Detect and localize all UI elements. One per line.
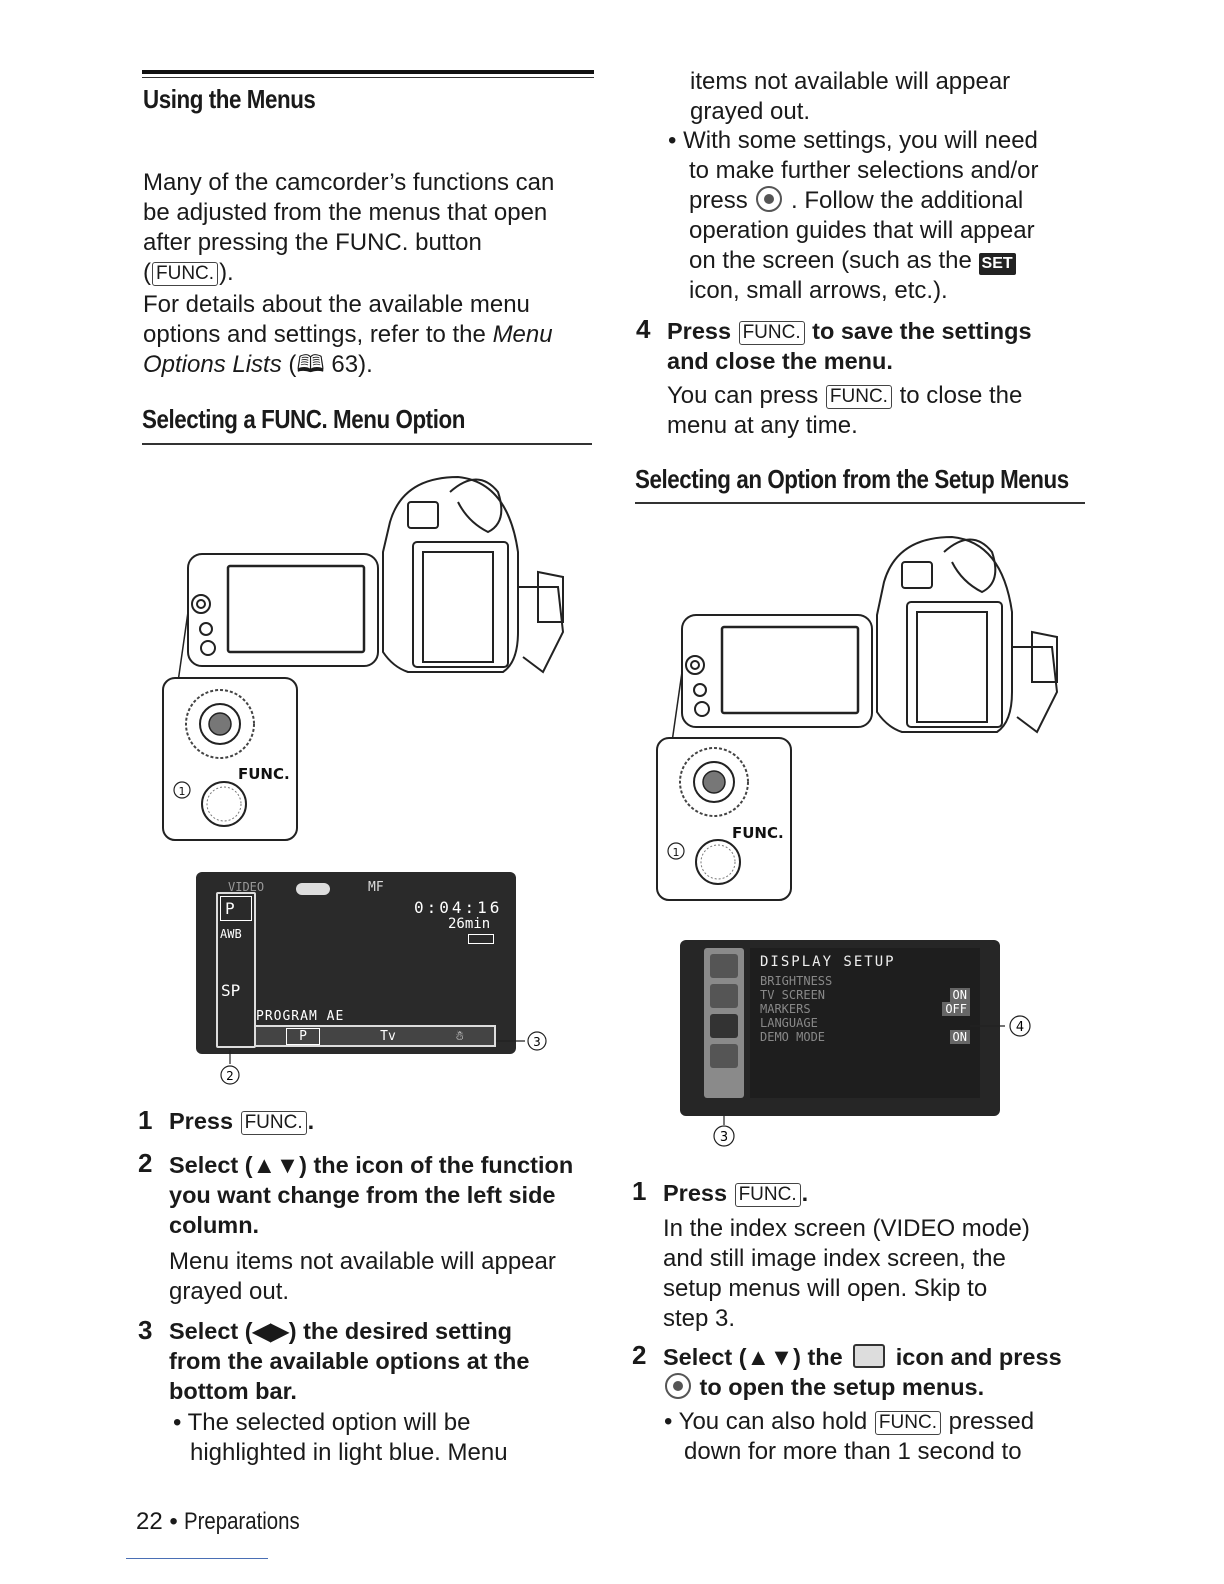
- step-2-number: 2: [138, 1148, 153, 1178]
- step-4-title: Press FUNC. to save the settings and clo…: [667, 318, 1032, 374]
- subsection-title: Selecting a FUNC. Menu Option: [142, 404, 465, 434]
- screen-remaining: 26min: [448, 916, 491, 932]
- intro-paragraph: Many of the camcorder’s functions can be…: [143, 169, 555, 286]
- step-3-title: Select (◀▶) the desired setting from the…: [169, 1318, 530, 1404]
- icon-column: P AWB SP: [216, 892, 256, 1048]
- continued-text: items not available will appear grayed o…: [690, 68, 1011, 125]
- step-1-number: 1: [138, 1105, 153, 1135]
- battery-icon: [468, 934, 494, 944]
- setup-menu-title: DISPLAY SETUP: [760, 954, 896, 970]
- lcd-callouts: 3 2: [220, 1031, 547, 1085]
- footer-rule: [126, 1558, 268, 1559]
- settings-bullet: • With some settings, you will need to m…: [668, 127, 1039, 304]
- subsection-title-setup: Selecting an Option from the Setup Menus: [635, 464, 1069, 494]
- screen-time: 0:04:16: [414, 898, 503, 917]
- joystick-icon: [756, 186, 783, 212]
- step-2-title: Select (▲▼) the icon of the function you…: [169, 1152, 574, 1238]
- callout-3: 3: [720, 1130, 728, 1145]
- step-1-title: Press FUNC..: [169, 1108, 315, 1135]
- setup-lcd-callouts: 4 3: [713, 1015, 1031, 1147]
- page-footer: 22 • Preparations: [136, 1508, 301, 1535]
- func-key: FUNC.: [734, 1183, 801, 1207]
- step-3-number: 3: [138, 1315, 153, 1345]
- screen-bar-label: PROGRAM AE: [256, 1009, 345, 1024]
- step-4-number: 4: [636, 314, 651, 344]
- func-label: FUNC.: [238, 765, 290, 783]
- section-title: Using the Menus: [143, 84, 316, 114]
- func-key: FUNC.: [240, 1111, 307, 1135]
- joystick-icon: [665, 1373, 691, 1399]
- setup-step-1-title: Press FUNC..: [663, 1180, 809, 1207]
- book-icon: 🕮: [296, 351, 325, 378]
- setup-step-2-bullet: • You can also hold FUNC. pressed down f…: [664, 1408, 1035, 1465]
- callout-1: 1: [179, 785, 186, 798]
- section-label: Preparations: [184, 1508, 301, 1535]
- func-key: FUNC.: [874, 1411, 941, 1435]
- setup-step-2-number: 2: [632, 1340, 647, 1370]
- top-rule-thin: [142, 77, 594, 78]
- details-paragraph: For details about the available menu opt…: [143, 291, 553, 378]
- subsection-rule: [142, 443, 592, 445]
- func-label: FUNC.: [732, 824, 784, 842]
- setup-icon-column: [704, 948, 744, 1098]
- callout-1: 1: [673, 846, 680, 859]
- option-bar: P Tv ☃: [254, 1025, 496, 1047]
- top-rule: [142, 70, 594, 74]
- record-icon: [296, 883, 330, 895]
- screen-mf: MF: [368, 880, 384, 895]
- callout-4: 4: [1016, 1020, 1024, 1035]
- setup-step-1-body: In the index screen (VIDEO mode) and sti…: [663, 1215, 1030, 1332]
- camcorder-illustration: FUNC. 1: [162, 475, 565, 841]
- func-key: FUNC.: [738, 321, 805, 345]
- setup-step-2-title: Select (▲▼) the icon and press to open t…: [663, 1344, 1062, 1400]
- setup-icon: [853, 1344, 886, 1368]
- step-2-body: Menu items not available will appear gra…: [169, 1248, 556, 1305]
- func-key: FUNC.: [152, 262, 219, 286]
- set-icon: SET: [978, 253, 1016, 275]
- step-4-body: You can press FUNC. to close the menu at…: [667, 382, 1023, 439]
- callout-3: 3: [533, 1035, 541, 1049]
- step-3-bullet: • The selected option will be highlighte…: [173, 1409, 508, 1466]
- subsection-rule-setup: [635, 502, 1085, 504]
- page-number: 22: [136, 1508, 163, 1535]
- func-key: FUNC.: [825, 385, 892, 409]
- camcorder-illustration-setup: FUNC. 1: [656, 535, 1059, 901]
- callout-2: 2: [226, 1069, 234, 1083]
- setup-step-1-number: 1: [632, 1176, 647, 1206]
- lcd-screen: VIDEO MF 0:04:16 26min P AWB SP PROGRAM …: [196, 872, 516, 1054]
- screen-mode-label: VIDEO: [228, 880, 265, 894]
